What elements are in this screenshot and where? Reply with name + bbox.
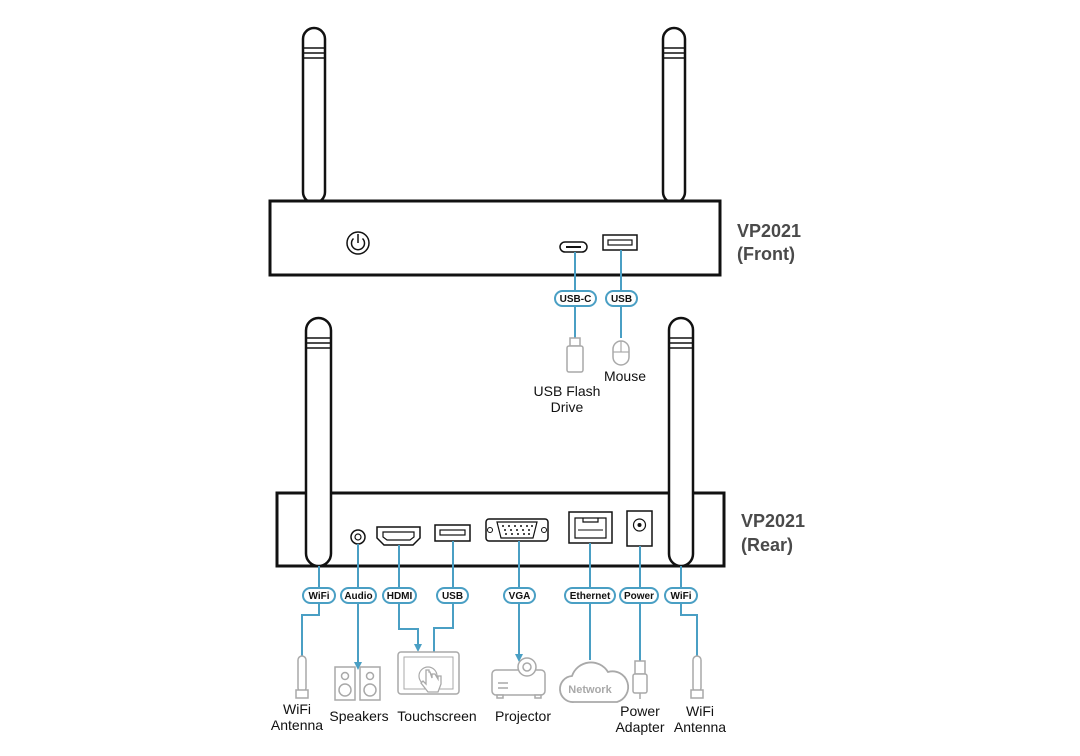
speakers-icon: [334, 666, 381, 701]
front-title-side: (Front): [737, 244, 795, 264]
power-adapter-icon: [632, 660, 648, 699]
audio-port-label: Audio: [344, 591, 372, 602]
wifi-right-port-badge: WiFi: [664, 587, 698, 604]
rear-usb-port-label: USB: [442, 591, 463, 602]
vga-port-icon: [485, 518, 549, 542]
wifi-right-antenna-label-line1: WiFi: [686, 703, 714, 719]
audio-jack-icon: [350, 529, 366, 545]
wifi-left-antenna-icon: [295, 655, 309, 699]
usb-port-icon: [602, 234, 638, 251]
hdmi-port-label: HDMI: [387, 591, 413, 602]
wifi-left-antenna-label-line1: WiFi: [283, 701, 311, 717]
vga-port-badge: VGA: [503, 587, 536, 604]
mouse-label: Mouse: [604, 368, 646, 384]
power-adapter-label-line2: Adapter: [615, 719, 664, 735]
touchscreen-label: Touchscreen: [397, 708, 476, 724]
wifi-left-port-label: WiFi: [308, 591, 329, 602]
rear-left-antenna: [304, 316, 333, 568]
rear-title-side: (Rear): [741, 535, 793, 555]
mouse-icon: [612, 340, 630, 366]
power-port-icon: [626, 510, 653, 547]
hdmi-port-icon: [376, 526, 421, 546]
front-right-antenna: [661, 26, 687, 205]
wifi-right-antenna-label-line2: Antenna: [674, 719, 726, 735]
wifi-right-antenna-icon: [690, 655, 704, 699]
vga-port-label: VGA: [509, 591, 531, 602]
rear-usb-port-badge: USB: [436, 587, 469, 604]
ethernet-port-label: Ethernet: [570, 591, 611, 602]
ethernet-port-icon: [568, 511, 613, 544]
usb-flash-drive-icon: [566, 337, 584, 373]
audio-port-badge: Audio: [340, 587, 377, 604]
wifi-left-antenna-label-line2: Antenna: [271, 717, 323, 733]
power-port-label: Power: [624, 591, 654, 602]
ethernet-port-badge: Ethernet: [564, 587, 616, 604]
rear-right-antenna: [667, 316, 695, 568]
rear-title-model: VP2021: [741, 511, 805, 531]
rear-unit: [275, 316, 726, 568]
front-panel: [268, 199, 722, 277]
usbc-port-badge: USB-C: [554, 290, 597, 307]
speakers-label: Speakers: [329, 708, 388, 724]
front-unit: [268, 26, 722, 277]
wifi-right-port-label: WiFi: [670, 591, 691, 602]
power-port-badge: Power: [619, 587, 659, 604]
hdmi-port-badge: HDMI: [382, 587, 417, 604]
front-usb-port-label: USB: [611, 294, 632, 305]
projector-label: Projector: [495, 708, 551, 724]
front-left-antenna: [301, 26, 327, 205]
network-label: Network: [568, 684, 612, 696]
network-cloud-icon: Network: [559, 661, 630, 703]
wifi-left-port-badge: WiFi: [302, 587, 336, 604]
power-button-icon[interactable]: [346, 231, 370, 255]
usb-flash-drive-label-line1: USB Flash: [534, 383, 601, 399]
power-adapter-label-line1: Power: [620, 703, 660, 719]
rear-usb-port-icon: [434, 524, 471, 542]
projector-icon: [491, 657, 546, 699]
front-usb-port-badge: USB: [605, 290, 638, 307]
touchscreen-icon: [397, 651, 460, 695]
usb-flash-drive-label-line2: Drive: [551, 399, 584, 415]
usbc-port-label: USB-C: [560, 294, 592, 305]
front-title-model: VP2021: [737, 221, 801, 241]
